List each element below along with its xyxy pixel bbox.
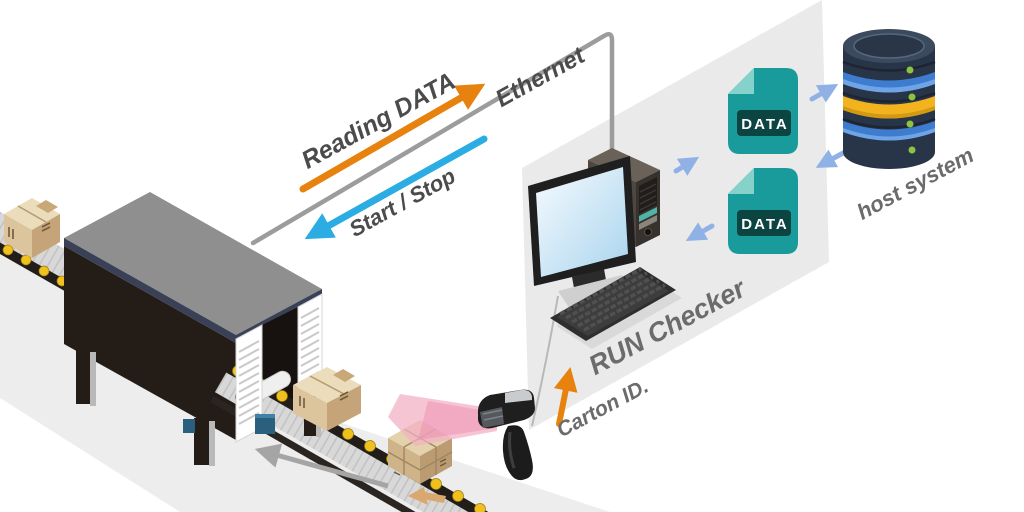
database-icon bbox=[842, 29, 936, 169]
machine-body-left bbox=[64, 246, 236, 440]
data-file-bottom-icon: DATA bbox=[728, 168, 798, 254]
barcode-scanner-icon bbox=[477, 389, 535, 481]
belt-arrow-marking bbox=[408, 487, 446, 505]
reading-data-arrow bbox=[299, 83, 486, 193]
ethernet-label: Ethernet bbox=[491, 42, 590, 113]
workstation-pc bbox=[528, 148, 682, 349]
data-file-top-icon: DATA bbox=[728, 68, 798, 154]
pc-keyboard bbox=[550, 267, 682, 349]
flow-arrow-file-to-db bbox=[809, 84, 839, 103]
database-leds bbox=[906, 66, 916, 154]
data-file-bottom-label: DATA bbox=[741, 216, 788, 233]
machine-top bbox=[64, 192, 322, 335]
reading-data-label: Reading DATA bbox=[297, 67, 460, 175]
machine-door-far bbox=[297, 293, 323, 398]
tunnel-machine bbox=[64, 192, 323, 440]
carton-id-arrow bbox=[553, 366, 578, 427]
carton-box-middle bbox=[293, 367, 361, 431]
machine-trim-left bbox=[64, 238, 236, 343]
flow-arrow-db-to-file bbox=[815, 149, 848, 168]
floor-shadow bbox=[0, 252, 610, 512]
conveyor-direction-arrow bbox=[254, 443, 389, 489]
scanner-cable bbox=[531, 295, 559, 427]
flow-arrow-pc-to-file bbox=[673, 156, 700, 176]
flow-arrow-file-to-pc bbox=[685, 222, 715, 241]
ethernet-cable bbox=[250, 31, 615, 246]
pc-monitor bbox=[528, 156, 636, 309]
conveyor-supports bbox=[183, 414, 275, 434]
scan-beam bbox=[388, 394, 497, 446]
start-stop-label: Start / Stop bbox=[345, 163, 460, 242]
carton-box-upper bbox=[4, 198, 60, 258]
data-file-top-label: DATA bbox=[741, 116, 788, 133]
start-stop-arrow bbox=[304, 135, 488, 240]
